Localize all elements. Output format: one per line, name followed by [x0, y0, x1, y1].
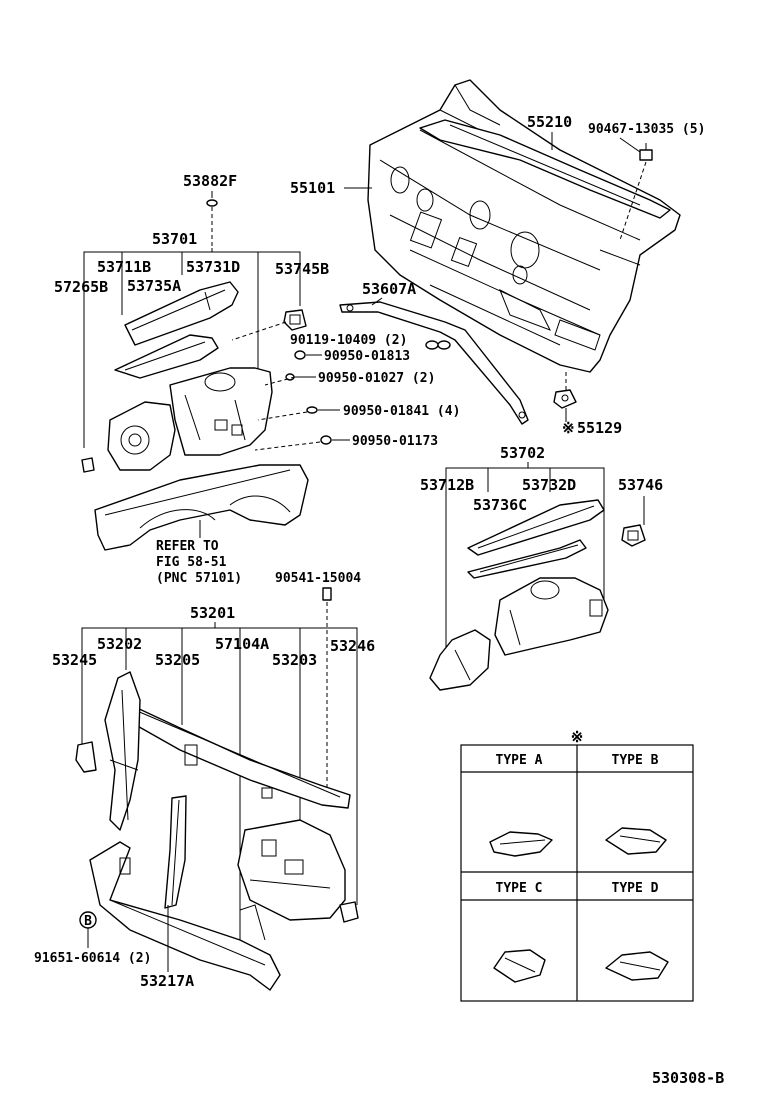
- leader-53607A: [371, 297, 383, 306]
- bolt-90541-icon: [322, 587, 332, 601]
- side-member-57101[interactable]: [94, 464, 309, 551]
- bracket-53702: [445, 462, 605, 652]
- grommet-53882F-icon: [206, 199, 218, 207]
- apron-53731D[interactable]: [169, 367, 273, 456]
- label-53712B: 53712B: [420, 476, 474, 494]
- bracket-53246-icon[interactable]: [339, 901, 359, 923]
- apron-53736C[interactable]: [494, 577, 609, 656]
- guide-01841: [257, 411, 308, 421]
- lower-support-53217A[interactable]: [89, 841, 281, 991]
- wheelhouse-right[interactable]: [429, 629, 491, 691]
- type-c-part: [493, 949, 546, 983]
- type-d-label: TYPE D: [612, 881, 659, 896]
- bracket-53245-icon[interactable]: [75, 741, 97, 773]
- label-53607A: 53607A: [362, 280, 416, 298]
- type-table-note-mark: ※: [571, 728, 584, 746]
- label-57265B: 57265B: [54, 278, 108, 296]
- type-a-part: [489, 831, 553, 857]
- type-table: [460, 744, 694, 1002]
- plug-90950-01841-icon: [306, 406, 318, 414]
- label-90950-01027: 90950-01027 (2): [318, 371, 435, 386]
- label-90467: 90467-13035 (5): [588, 122, 705, 137]
- label-53746: 53746: [618, 476, 663, 494]
- apron-reinforcement-53711B[interactable]: [114, 334, 219, 379]
- type-b-part: [605, 827, 667, 855]
- bolt-90467-icon: [639, 143, 653, 161]
- side-support-53203[interactable]: [237, 819, 346, 921]
- guide-53745B: [231, 321, 287, 341]
- label-57104A: 57104A: [215, 635, 269, 653]
- label-53201: 53201: [190, 604, 235, 622]
- label-55101: 55101: [290, 179, 335, 197]
- label-55129: 55129: [577, 419, 622, 437]
- label-53246: 53246: [330, 637, 375, 655]
- label-53702: 53702: [500, 444, 545, 462]
- plug-90950-01173-icon: [320, 435, 332, 445]
- label-53882F: 53882F: [183, 172, 237, 190]
- label-53217A: 53217A: [140, 972, 194, 990]
- nut-90119-icon: [425, 340, 451, 350]
- label-53203: 53203: [272, 651, 317, 669]
- leader-90467: [619, 137, 641, 153]
- type-b-label: TYPE B: [612, 753, 659, 768]
- label-91651: 91651-60614 (2): [34, 951, 151, 966]
- bracket-53201: [81, 622, 358, 945]
- dash-panel-55101[interactable]: [367, 79, 681, 373]
- type-c-label: TYPE C: [496, 881, 543, 896]
- refer-line-3: (PNC 57101): [156, 571, 242, 586]
- label-53711B: 53711B: [97, 258, 151, 276]
- brace-53607A[interactable]: [339, 301, 529, 425]
- bolt-marker-91651-icon: B: [79, 911, 97, 929]
- apron-upper-53735A[interactable]: [124, 281, 239, 346]
- label-53701: 53701: [152, 230, 197, 248]
- type-a-label: TYPE A: [496, 753, 543, 768]
- label-90541: 90541-15004: [275, 571, 361, 586]
- label-53202: 53202: [97, 635, 142, 653]
- label-53745B: 53745B: [275, 260, 329, 278]
- label-53245: 53245: [52, 651, 97, 669]
- wheelhouse-57265B[interactable]: [81, 401, 176, 473]
- bracket-53701: [83, 248, 301, 448]
- label-53731D: 53731D: [186, 258, 240, 276]
- guide-01173: [254, 441, 321, 451]
- label-90950-01841: 90950-01841 (4): [343, 404, 460, 419]
- label-53732D: 53732D: [522, 476, 576, 494]
- svg-text:B: B: [84, 914, 92, 929]
- label-90950-01813: 90950-01813: [324, 349, 410, 364]
- label-55210: 55210: [527, 113, 572, 131]
- plug-90950-01813-icon: [294, 350, 306, 360]
- apron-upper-53732D[interactable]: [467, 499, 605, 556]
- cowl-top-panel-55210[interactable]: [419, 119, 671, 219]
- type-d-part: [605, 951, 669, 981]
- label-53735A: 53735A: [127, 277, 181, 295]
- note-mark-55129: ※: [562, 419, 575, 437]
- diagram-id: 530308-B: [652, 1069, 724, 1087]
- guide-01027: [264, 376, 296, 386]
- label-53736C: 53736C: [473, 496, 527, 514]
- label-90119: 90119-10409 (2): [290, 333, 407, 348]
- side-support-53202[interactable]: [104, 671, 141, 831]
- apron-reinforcement-53712B[interactable]: [467, 539, 587, 579]
- clip-53746-icon[interactable]: [621, 524, 646, 547]
- label-53205: 53205: [155, 651, 200, 669]
- refer-line-2: FIG 58-51: [156, 555, 227, 570]
- upper-support-53205[interactable]: [117, 699, 351, 809]
- center-brace-57104A[interactable]: [164, 795, 187, 909]
- label-90950-01173: 90950-01173: [352, 434, 438, 449]
- clip-53745B-icon[interactable]: [283, 309, 307, 331]
- clip-55129-icon[interactable]: [553, 389, 577, 409]
- refer-line-1: REFER TO: [156, 539, 219, 554]
